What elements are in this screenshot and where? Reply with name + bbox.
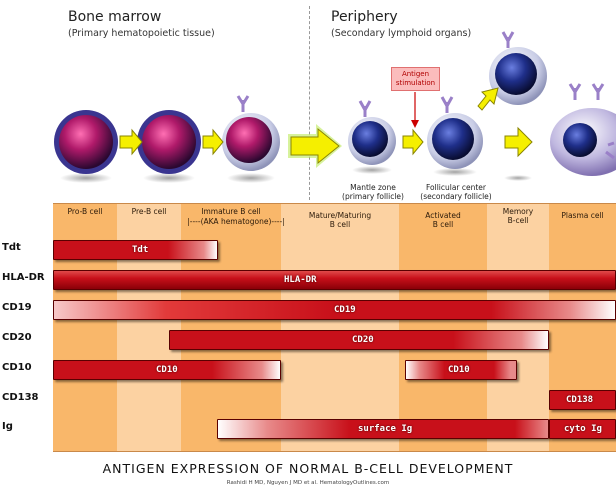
cd138-bar-label: CD138 bbox=[566, 395, 594, 405]
cd10-bar-activated-label: CD10 bbox=[448, 365, 470, 375]
row-label-ig: Ig bbox=[2, 421, 13, 432]
stage-pro-b: Pro-B cell bbox=[67, 207, 103, 216]
arrow-icon bbox=[119, 87, 533, 158]
cyto-ig-bar-label: cyto Ig bbox=[564, 424, 602, 434]
stage-pre-b: Pre-B cell bbox=[131, 207, 167, 216]
row-label-tdt: Tdt bbox=[2, 242, 21, 253]
tdt-bar-label: Tdt bbox=[132, 245, 149, 255]
stage-memory-b: Memory B-cell bbox=[502, 207, 534, 225]
periphery-title: Periphery bbox=[331, 9, 398, 25]
hla-dr-bar-label: HLA-DR bbox=[284, 275, 317, 285]
stage-immature-b: Immature B cell bbox=[201, 207, 261, 216]
mantle-zone-cell-icon bbox=[348, 100, 396, 165]
aka-hematogone-note: |----(AKA hematogone)----| bbox=[187, 217, 285, 226]
row-label-hla-dr: HLA-DR bbox=[2, 272, 45, 283]
stage-plasma: Plasma cell bbox=[561, 211, 604, 220]
mantle-zone-label: Mantle zone (primary follicle) bbox=[342, 183, 404, 201]
cd19-bar-label: CD19 bbox=[334, 305, 356, 315]
surface-ig-bar-label: surface Ig bbox=[358, 424, 413, 434]
pre-b-cell-icon bbox=[137, 110, 201, 174]
immature-b-cell-icon bbox=[222, 95, 280, 171]
cd10-bar-early: CD10 bbox=[53, 360, 281, 380]
surface-ig-bar: surface Ig bbox=[217, 419, 549, 439]
row-label-cd19: CD19 bbox=[2, 302, 32, 313]
cd20-bar-label: CD20 bbox=[352, 335, 374, 345]
big-arrow-icon bbox=[288, 124, 342, 168]
cyto-ig-bar: cyto Ig bbox=[549, 419, 616, 439]
credit-line: Rashidi H MD, Nguyen J MD et al. Hematol… bbox=[226, 480, 390, 486]
stage-activated-b: Activated B cell bbox=[425, 211, 461, 229]
memory-b-cell-icon bbox=[489, 31, 547, 105]
follicular-center-label: Follicular center (secondary follicle) bbox=[420, 183, 492, 201]
antigen-chart: Pro-B cell Pre-B cell Immature B cell Ma… bbox=[53, 203, 616, 452]
cd10-bar-early-label: CD10 bbox=[156, 365, 178, 375]
follicular-center-cell-icon bbox=[427, 96, 483, 169]
cd138-bar: CD138 bbox=[549, 390, 616, 410]
row-label-cd138: CD138 bbox=[2, 392, 39, 403]
antigen-stimulation-box: Antigen stimulation bbox=[391, 67, 440, 91]
tissue-divider bbox=[309, 6, 310, 200]
diagram-caption: ANTIGEN EXPRESSION OF NORMAL B-CELL DEVE… bbox=[102, 461, 514, 476]
hla-dr-bar: HLA-DR bbox=[53, 270, 616, 290]
bone-marrow-title: Bone marrow bbox=[68, 9, 162, 25]
cd10-bar-activated: CD10 bbox=[405, 360, 517, 380]
stage-mature-b: Mature/Maturing B cell bbox=[308, 211, 372, 229]
row-label-cd20: CD20 bbox=[2, 332, 32, 343]
bone-marrow-subtitle: (Primary hematopoietic tissue) bbox=[68, 28, 215, 39]
cell-illustration bbox=[54, 31, 616, 183]
periphery-subtitle: (Secondary lymphoid organs) bbox=[331, 28, 472, 39]
cd19-bar: CD19 bbox=[53, 300, 616, 320]
pro-b-cell-icon bbox=[54, 110, 118, 174]
row-label-cd10: CD10 bbox=[2, 362, 32, 373]
cd20-bar: CD20 bbox=[169, 330, 549, 350]
plasma-cell-icon bbox=[550, 83, 616, 176]
tdt-bar: Tdt bbox=[53, 240, 218, 260]
